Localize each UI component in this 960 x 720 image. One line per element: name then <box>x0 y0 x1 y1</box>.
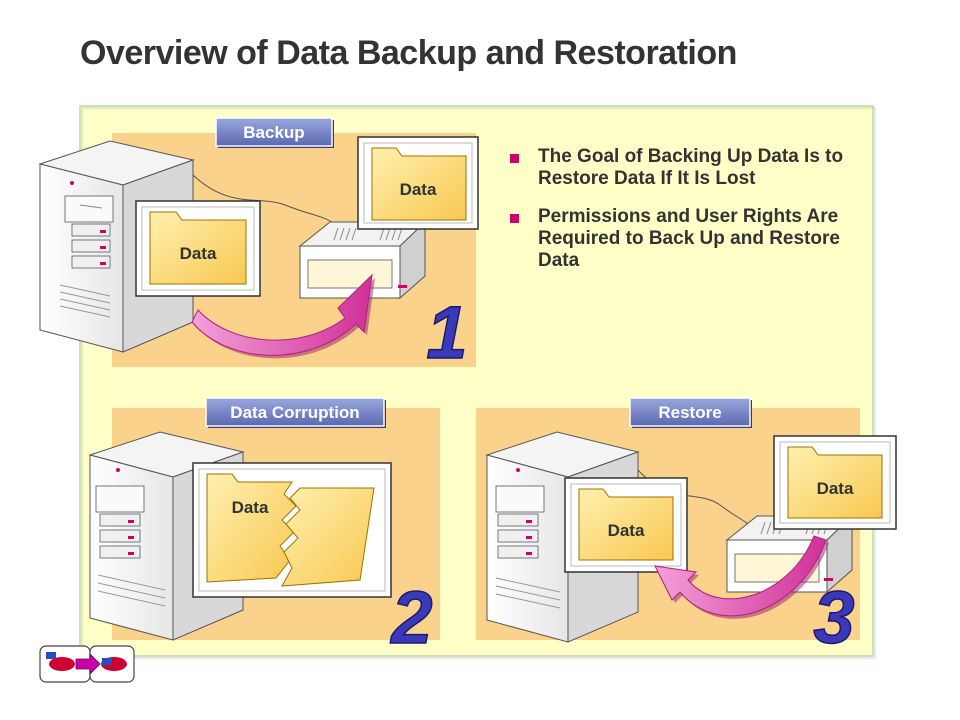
restore-label: Restore <box>658 403 721 422</box>
data-cable <box>192 174 333 223</box>
bullet-item: Permissions and User Rights Are Required… <box>510 206 870 272</box>
slide-title: Overview of Data Backup and Restoration <box>80 34 737 72</box>
backup-target-data-label: Data <box>400 180 437 199</box>
folder-icon <box>564 477 688 573</box>
curved-arrow-icon <box>191 273 375 359</box>
step-number-2: 2 <box>389 576 432 659</box>
backup-label: Backup <box>243 123 304 142</box>
bullet-item: The Goal of Backing Up Data Is to Restor… <box>510 146 870 190</box>
bullet-marker <box>510 214 519 223</box>
folder-icon <box>135 200 261 297</box>
backup-label-button <box>215 117 334 148</box>
nav-buttons-icon[interactable] <box>39 645 135 683</box>
restore-source-data-label: Data <box>817 479 854 498</box>
data-corruption-label-button <box>205 397 386 428</box>
folder-icon <box>773 435 897 530</box>
restore-target-data-label: Data <box>608 521 645 540</box>
torn-folder-icon <box>192 462 392 598</box>
bullet-marker <box>510 154 519 163</box>
bullet-text: Permissions and User Rights Are Required… <box>538 206 840 271</box>
folder-icon <box>357 136 479 230</box>
bullet-list: The Goal of Backing Up Data Is to Restor… <box>510 146 870 288</box>
restore-label-button <box>629 397 752 428</box>
step-number-3: 3 <box>813 576 854 659</box>
bullet-text: The Goal of Backing Up Data Is to Restor… <box>538 146 844 189</box>
backup-source-data-label: Data <box>180 244 217 263</box>
corruption-data-label: Data <box>232 498 269 517</box>
server-icon <box>485 431 640 643</box>
curved-arrow-icon <box>654 535 829 619</box>
data-corruption-label: Data Corruption <box>230 403 359 422</box>
step-number-1: 1 <box>426 291 467 374</box>
